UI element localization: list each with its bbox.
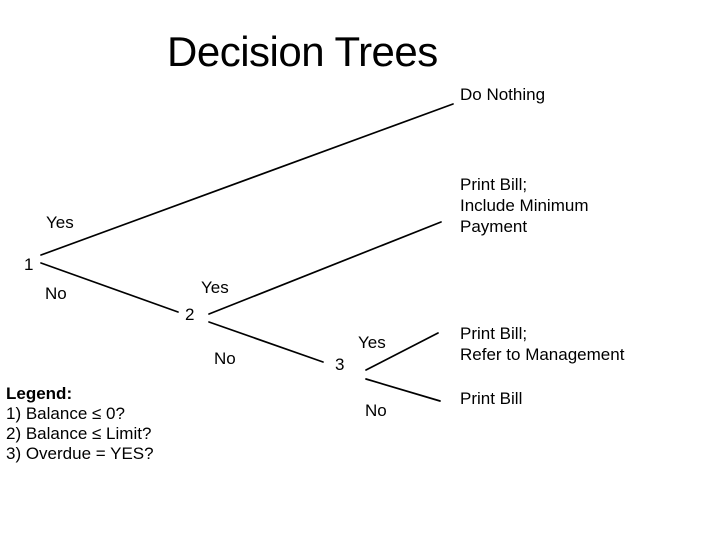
branch-line-node1-yes — [40, 103, 454, 256]
branch-label-node2-no: No — [214, 349, 236, 368]
legend-item-1: 1) Balance ≤ 0? — [6, 404, 125, 423]
branch-line-node2-yes — [208, 221, 442, 315]
outcome-do-nothing: Do Nothing — [460, 85, 546, 104]
legend-item-3: 3) Overdue = YES? — [6, 444, 154, 463]
branch-line-node1-no — [40, 262, 179, 313]
branch-label-node1-yes: Yes — [46, 213, 74, 232]
outcome-print-bill-refer: Print Bill; Refer to Management — [460, 324, 625, 364]
node-1-label: 1 — [24, 255, 34, 274]
legend-heading: Legend: — [6, 384, 73, 403]
branch-label-node3-yes: Yes — [358, 333, 386, 352]
legend-item-2: 2) Balance ≤ Limit? — [6, 424, 152, 443]
outcome-print-bill-include-min: Print Bill; Include Minimum Payment — [460, 175, 589, 236]
branch-label-node1-no: No — [45, 284, 67, 303]
node-3-label: 3 — [335, 355, 345, 374]
branch-label-node3-no: No — [365, 401, 387, 420]
branch-label-node2-yes: Yes — [201, 278, 229, 297]
slide-title: Decision Trees — [167, 28, 438, 75]
branch-line-node3-yes — [365, 332, 439, 371]
branch-line-node3-no — [365, 378, 441, 402]
legend: Legend: 1) Balance ≤ 0? 2) Balance ≤ Lim… — [6, 384, 154, 464]
outcome-print-bill: Print Bill — [460, 389, 523, 408]
branch-line-node2-no — [208, 321, 324, 363]
node-2-label: 2 — [185, 305, 195, 324]
